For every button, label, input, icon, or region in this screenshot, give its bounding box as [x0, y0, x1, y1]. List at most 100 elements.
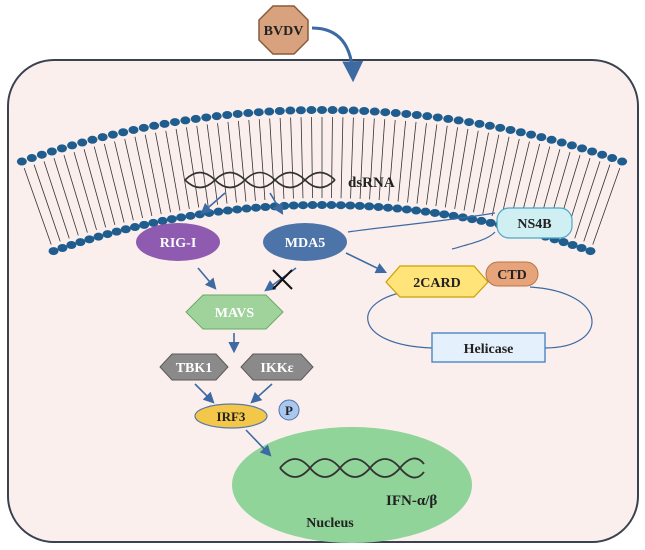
lipid-head-inner [317, 201, 327, 209]
lipid-head-outer [274, 106, 285, 115]
lipid-head-inner [148, 218, 159, 227]
lipid-head-outer [243, 109, 254, 118]
lipid-head-inner [48, 247, 59, 256]
lipid-tail [103, 143, 125, 223]
helicase-label: Helicase [464, 342, 514, 357]
lipid-tail [134, 136, 153, 217]
arrow-irf3-to-nucleus [245, 429, 272, 457]
lipid-tail [165, 130, 181, 211]
lipid-head-outer [597, 150, 608, 159]
lipid-tail [388, 119, 396, 201]
lipid-head-inner [232, 205, 243, 214]
ctd-label: CTD [497, 268, 527, 283]
ikke-label: IKKε [260, 361, 293, 376]
lipid-head-outer [149, 121, 160, 130]
lipid-head-outer [56, 144, 67, 153]
lipid-tail [114, 141, 134, 221]
lipid-tail [33, 164, 61, 242]
lipid-head-outer [232, 109, 243, 118]
lipid-head-inner [120, 225, 131, 234]
lipid-head-outer [556, 138, 567, 147]
lipid-tail [196, 125, 209, 207]
lipid-tail [378, 119, 386, 201]
lipid-tail [463, 130, 479, 211]
ns4b-node [496, 207, 573, 239]
lipid-head-outer [411, 111, 422, 120]
lipid-head-outer [211, 112, 222, 121]
lipid-head-inner [576, 243, 587, 252]
lipid-tail [93, 146, 116, 225]
lipid-tail [500, 138, 520, 219]
helicase-node [431, 332, 546, 363]
lipid-head-outer [369, 107, 380, 116]
lipid-tail [397, 120, 407, 202]
lipid-head-inner [345, 201, 356, 210]
ns4b-label: NS4B [517, 217, 551, 232]
lipid-head-inner [279, 201, 290, 210]
lipid-head-inner [298, 201, 309, 210]
arrow-ikke-to-irf3 [250, 383, 273, 404]
lipid-tail [83, 149, 107, 228]
lipid-head-outer [546, 135, 557, 144]
ns4b-connector-line [347, 212, 496, 233]
lipid-tail [482, 134, 500, 215]
lipid-head-inner [75, 238, 86, 247]
rig1-node [136, 223, 220, 261]
card2-node [385, 265, 489, 298]
lipid-head-inner [373, 202, 384, 211]
lipid-head-inner [57, 243, 68, 252]
lipid-head-outer [264, 107, 275, 116]
lipid-head-outer [453, 116, 464, 125]
lipid-tail [454, 128, 469, 209]
lipid-head-inner [354, 201, 365, 210]
lipid-head-inner [411, 206, 422, 215]
lipid-tail [311, 117, 313, 199]
lipid-head-outer [359, 106, 370, 115]
cell-body [7, 59, 639, 543]
lipid-head-outer [587, 147, 598, 156]
lipid-tail [206, 124, 218, 205]
arrow-mda5-to-domains [345, 252, 388, 274]
lipid-head-inner [429, 208, 440, 217]
lipid-head-outer [536, 133, 547, 142]
lipid-tail [510, 141, 530, 221]
lipid-tail [43, 161, 70, 239]
arrow-dsrna-to-rig1 [200, 192, 226, 215]
lipid-head-outer [253, 108, 264, 117]
card2-label: 2CARD [413, 276, 460, 291]
lipid-head-inner [401, 205, 412, 214]
lipid-head-inner [288, 201, 299, 210]
lipid-head-inner [102, 230, 113, 239]
lipid-tail [124, 138, 144, 219]
lipid-head-inner [485, 218, 496, 227]
lipid-head-outer [128, 125, 139, 134]
lipid-head-outer [201, 113, 212, 122]
lipid-head-inner [129, 223, 140, 232]
lipid-head-outer [159, 119, 170, 128]
lipid-tail [53, 158, 79, 236]
virus-label: BVDV [264, 24, 304, 39]
lipid-head-outer [87, 135, 98, 144]
lipid-head-inner [567, 240, 578, 249]
lipid-head-outer [607, 154, 618, 163]
lipid-head-inner [558, 238, 569, 247]
lipid-head-inner [66, 240, 77, 249]
lipid-head-outer [380, 108, 391, 117]
lipid-head-inner [260, 202, 271, 211]
lipid-head-inner [585, 247, 596, 256]
lipid-head-outer [495, 123, 506, 132]
phosphate-label: P [285, 403, 293, 418]
lipid-head-inner [93, 232, 104, 241]
lipid-head-outer [97, 133, 108, 142]
lipid-head-inner [392, 204, 403, 213]
lipid-tail [63, 154, 88, 233]
mda5-label: MDA5 [285, 236, 325, 251]
lipid-head-outer [526, 130, 537, 139]
lipid-head-inner [382, 203, 393, 212]
virus-octagon [258, 5, 309, 55]
lipid-tail [473, 132, 489, 213]
lipid-head-outer [464, 118, 475, 127]
irf3-node [194, 403, 268, 429]
lipid-head-outer [77, 138, 88, 147]
